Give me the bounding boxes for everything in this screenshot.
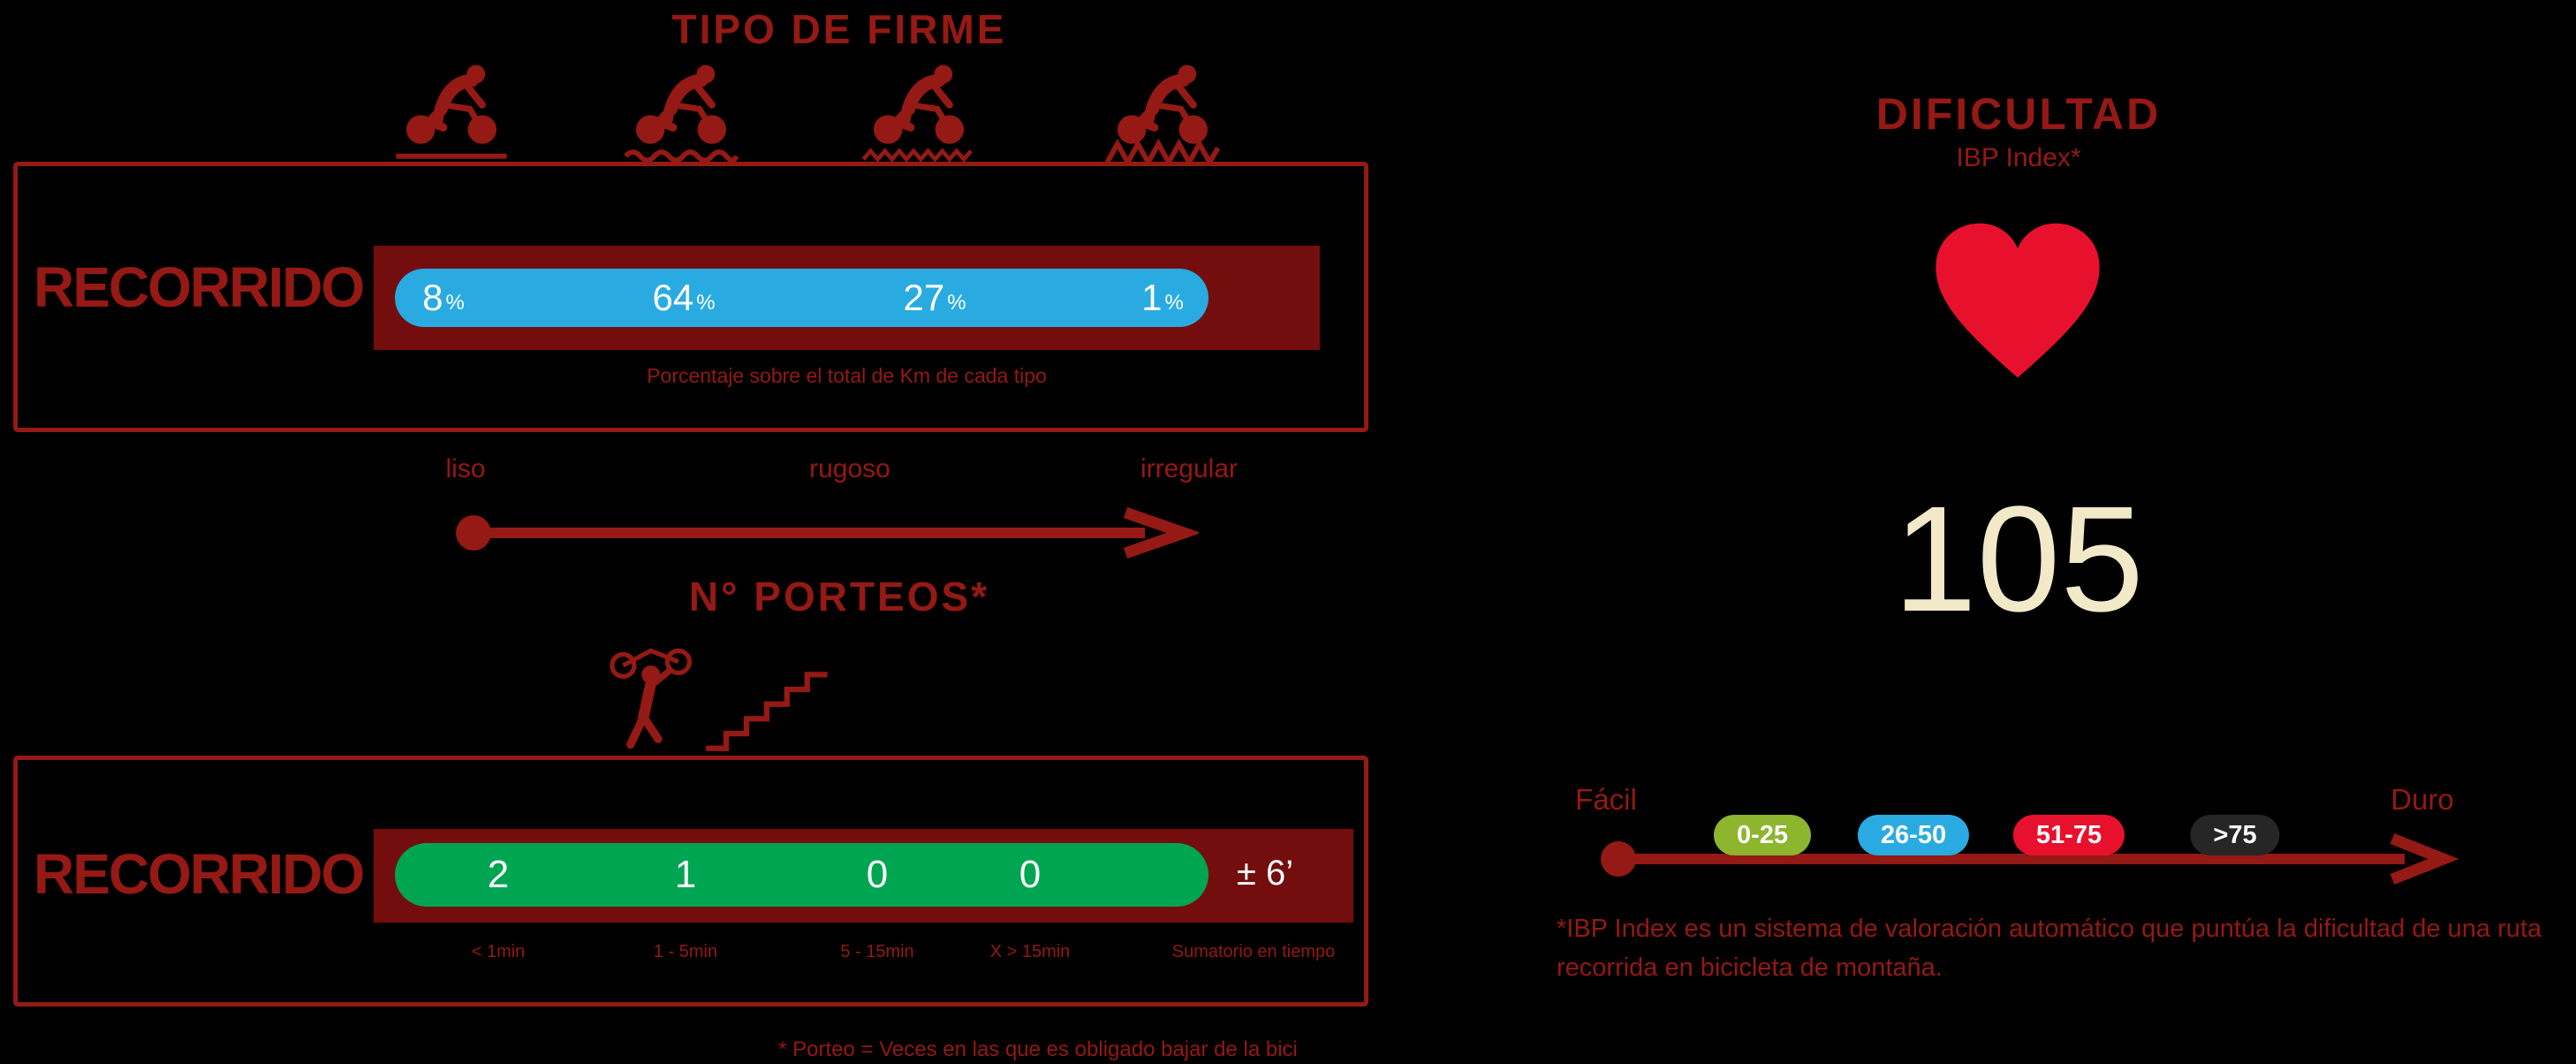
bucket-label-1: < 1min: [471, 942, 526, 961]
porteos-footnote: * Porteo = Veces en las que es obligado …: [778, 1037, 1298, 1061]
surface-segment-1: 8 %: [422, 269, 465, 327]
porteos-panel: [13, 756, 1368, 1007]
surface-percent-bar: 8 % 64 % 27 % 1 %: [395, 269, 1208, 327]
bucket-label-3: 5 - 15min: [840, 942, 914, 961]
surface-segment-1-unit: %: [445, 291, 465, 315]
surface-segment-2-value: 64: [652, 277, 694, 318]
porteos-count-1: 2: [487, 853, 510, 896]
porteos-total-time: ± 6’: [1236, 854, 1294, 893]
cyclist-irregular-icon: [1087, 62, 1238, 164]
ibp-index-subtitle: IBP Index*: [1956, 143, 2081, 172]
porteos-count-4: 0: [1019, 853, 1042, 896]
difficulty-badge-over-75: >75: [2190, 815, 2280, 855]
surface-segment-4-value: 1: [1141, 277, 1163, 318]
surface-segment-4-unit: %: [1164, 291, 1184, 315]
porteos-count-bar: 2 1 0 0: [395, 843, 1208, 907]
ibp-index-value: 105: [1893, 475, 2144, 643]
surface-segment-1-value: 8: [422, 277, 443, 318]
porteos-count-2: 1: [674, 853, 697, 896]
surface-type-panel: [13, 162, 1368, 432]
heart-icon: [1922, 214, 2113, 387]
surface-caption: Porcentaje sobre el total de Km de cada …: [647, 364, 1047, 387]
surface-segment-2: 64 %: [652, 269, 715, 327]
difficulty-easy-label: Fácil: [1575, 783, 1637, 816]
surface-recorrido-label: RECORRIDO: [34, 255, 365, 319]
surface-segment-3-unit: %: [947, 291, 966, 315]
porteos-count-3: 0: [866, 853, 889, 896]
scale-label-liso: liso: [445, 454, 486, 483]
ibp-footnote: *IBP Index es un sistema de valoración a…: [1557, 915, 2542, 982]
difficulty-arrow-icon: [1597, 829, 2459, 889]
bike-carry-stairs-icon: [579, 643, 870, 754]
cyclist-bumpy-icon: [844, 62, 994, 164]
difficulty-hard-label: Duro: [2390, 783, 2454, 816]
surface-type-title: TIPO DE FIRME: [671, 6, 1007, 52]
cyclist-rough-icon: [606, 62, 756, 164]
porteos-title: N° PORTEOS*: [688, 574, 990, 619]
difficulty-badge-0-25: 0-25: [1713, 815, 1812, 855]
cyclist-smooth-icon: [376, 62, 527, 164]
scale-label-rugoso: rugoso: [809, 454, 890, 483]
surface-segment-3-value: 27: [903, 277, 945, 318]
roughness-arrow-icon: [452, 504, 1199, 562]
surface-segment-2-unit: %: [696, 291, 716, 315]
surface-segment-4: 1 %: [1141, 269, 1184, 327]
scale-label-irregular: irregular: [1140, 454, 1239, 483]
bucket-label-sum: Sumatorio en tiempo: [1171, 942, 1336, 961]
difficulty-badge-51-75: 51-75: [2012, 815, 2125, 855]
surface-segment-3: 27 %: [903, 269, 966, 327]
bucket-label-4: X > 15min: [989, 942, 1071, 961]
difficulty-title: DIFICULTAD: [1875, 89, 2162, 139]
difficulty-badge-26-50: 26-50: [1857, 815, 1970, 855]
bucket-label-2: 1 - 5min: [653, 942, 718, 961]
porteos-recorrido-label: RECORRIDO: [34, 842, 365, 906]
